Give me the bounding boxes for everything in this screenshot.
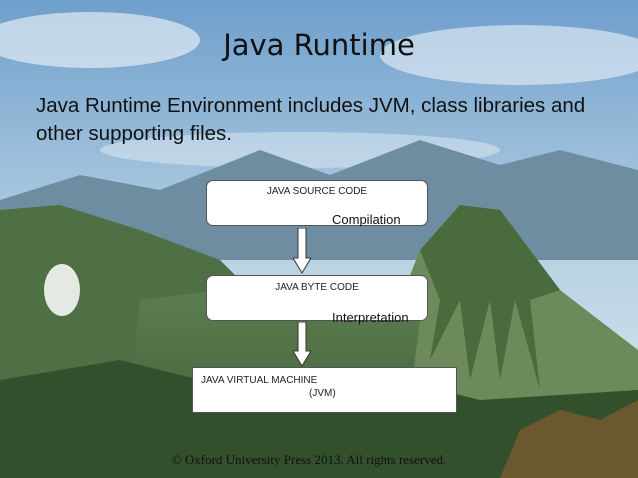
byte-code-box: JAVA BYTE CODE [206, 275, 428, 321]
source-code-box: JAVA SOURCE CODE [206, 180, 428, 226]
jvm-label: JAVA VIRTUAL MACHINE [201, 375, 318, 386]
jvm-sublabel: (JVM) [309, 388, 336, 399]
compilation-label: Compilation [332, 212, 401, 227]
interpretation-arrow-icon [293, 322, 311, 367]
interpretation-label: Interpretation [332, 310, 409, 325]
jvm-box: JAVA VIRTUAL MACHINE (JVM) [192, 367, 457, 413]
byte-code-label: JAVA BYTE CODE [275, 282, 359, 293]
slide-title: Java Runtime [223, 28, 415, 62]
compilation-arrow-icon [293, 228, 311, 274]
copyright-footer: © Oxford University Press 2013. All righ… [171, 452, 447, 467]
source-code-label: JAVA SOURCE CODE [266, 186, 368, 197]
slide-subtitle: Java Runtime Environment includes JVM, c… [36, 94, 586, 145]
